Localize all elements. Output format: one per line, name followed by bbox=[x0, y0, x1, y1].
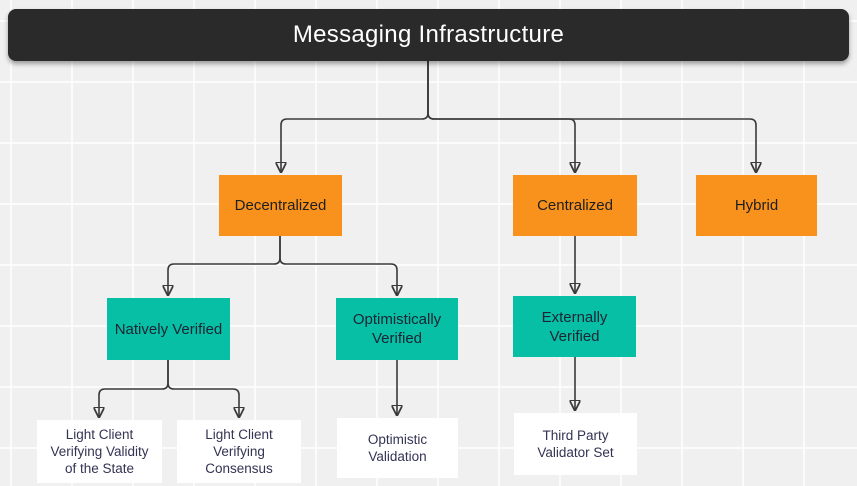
edge-decentralized-optimistically bbox=[279, 236, 397, 295]
node-decentralized-label: Decentralized bbox=[234, 197, 327, 214]
node-light-client-verifying-validity-label: Light Client Verifying Validity of the S… bbox=[50, 427, 149, 476]
node-hybrid-label: Hybrid bbox=[734, 197, 779, 214]
node-messaging-infrastructure[interactable]: Messaging Infrastructure bbox=[8, 9, 849, 61]
node-third-party-validator-set[interactable]: Third Party Validator Set bbox=[514, 413, 637, 475]
node-centralized-label: Centralized bbox=[537, 197, 613, 214]
node-hybrid[interactable]: Hybrid bbox=[696, 175, 817, 236]
node-third-party-validator-set-label: Third Party Validator Set bbox=[537, 428, 614, 460]
node-optimistically-verified[interactable]: Optimistically Verified bbox=[336, 298, 458, 360]
edge-decentralized-natively bbox=[168, 236, 281, 295]
node-natively-verified[interactable]: Natively Verified bbox=[107, 298, 230, 360]
edge-natively-lc-consensus bbox=[167, 360, 239, 417]
node-decentralized[interactable]: Decentralized bbox=[219, 175, 342, 236]
edge-root-hybrid bbox=[427, 61, 756, 172]
node-externally-verified-label: Externally Verified bbox=[541, 308, 608, 345]
node-messaging-infrastructure-label: Messaging Infrastructure bbox=[292, 21, 565, 48]
edge-natively-lc-validity bbox=[99, 360, 169, 417]
node-light-client-verifying-consensus-label: Light Client Verifying Consensus bbox=[205, 427, 273, 476]
node-externally-verified[interactable]: Externally Verified bbox=[513, 296, 636, 357]
node-light-client-verifying-validity[interactable]: Light Client Verifying Validity of the S… bbox=[37, 420, 162, 483]
node-optimistic-validation[interactable]: Optimistic Validation bbox=[337, 418, 458, 478]
edge-root-centralized bbox=[427, 61, 575, 172]
node-centralized[interactable]: Centralized bbox=[513, 175, 637, 236]
node-optimistically-verified-label: Optimistically Verified bbox=[352, 311, 442, 347]
node-light-client-verifying-consensus[interactable]: Light Client Verifying Consensus bbox=[177, 420, 301, 483]
node-optimistic-validation-label: Optimistic Validation bbox=[367, 432, 428, 464]
node-natively-verified-label: Natively Verified bbox=[114, 320, 223, 338]
edge-root-decentralized bbox=[281, 61, 429, 172]
